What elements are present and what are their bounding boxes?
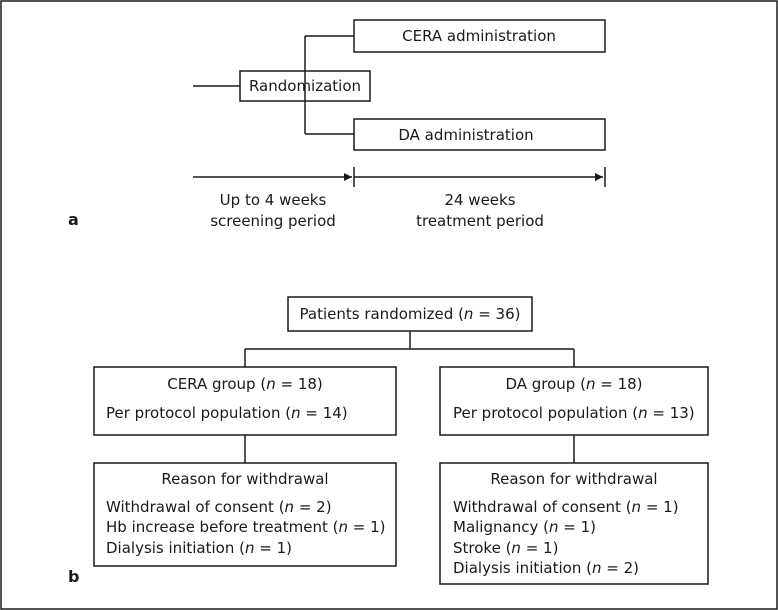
treatment-period-line2: treatment period: [416, 212, 544, 230]
panel-a-label: a: [68, 210, 79, 229]
cera-group-line2: Per protocol population (n = 14): [106, 404, 348, 422]
da-group-line2: Per protocol population (n = 13): [453, 404, 695, 422]
da-withdrawal-item: Stroke (n = 1): [453, 539, 558, 557]
da-withdrawal-box: [439, 462, 709, 585]
panel-b: Patients randomized (n = 36) CERA group …: [68, 296, 709, 586]
da-withdrawal-title: Reason for withdrawal: [490, 470, 657, 488]
patients-randomized-label: Patients randomized (n = 36): [300, 305, 521, 323]
da-withdrawal-item: Dialysis initiation (n = 2): [453, 559, 639, 577]
treatment-period-line1: 24 weeks: [444, 191, 515, 209]
da-administration-label: DA administration: [398, 126, 533, 144]
patients-randomized-box: [287, 296, 533, 332]
cera-withdrawal-box: [93, 462, 397, 567]
cera-group-line1: CERA group (n = 18): [167, 375, 323, 393]
da-administration-box: [353, 118, 606, 151]
cera-administration-box: [353, 19, 606, 53]
da-withdrawal-item: Withdrawal of consent (n = 1): [453, 498, 679, 516]
cera-withdrawal-item: Hb increase before treatment (n = 1): [106, 518, 386, 536]
panel-b-label: b: [68, 567, 79, 586]
screening-period-line2: screening period: [210, 212, 336, 230]
cera-withdrawal-title: Reason for withdrawal: [161, 470, 328, 488]
screening-period-line1: Up to 4 weeks: [220, 191, 327, 209]
da-withdrawal-item: Malignancy (n = 1): [453, 518, 596, 536]
cera-administration-label: CERA administration: [402, 27, 556, 45]
da-group-line1: DA group (n = 18): [505, 375, 642, 393]
cera-withdrawal-item: Dialysis initiation (n = 1): [106, 539, 292, 557]
panel-a: Randomization CERA administration DA adm…: [68, 19, 606, 230]
cera-withdrawal-item: Withdrawal of consent (n = 2): [106, 498, 332, 516]
